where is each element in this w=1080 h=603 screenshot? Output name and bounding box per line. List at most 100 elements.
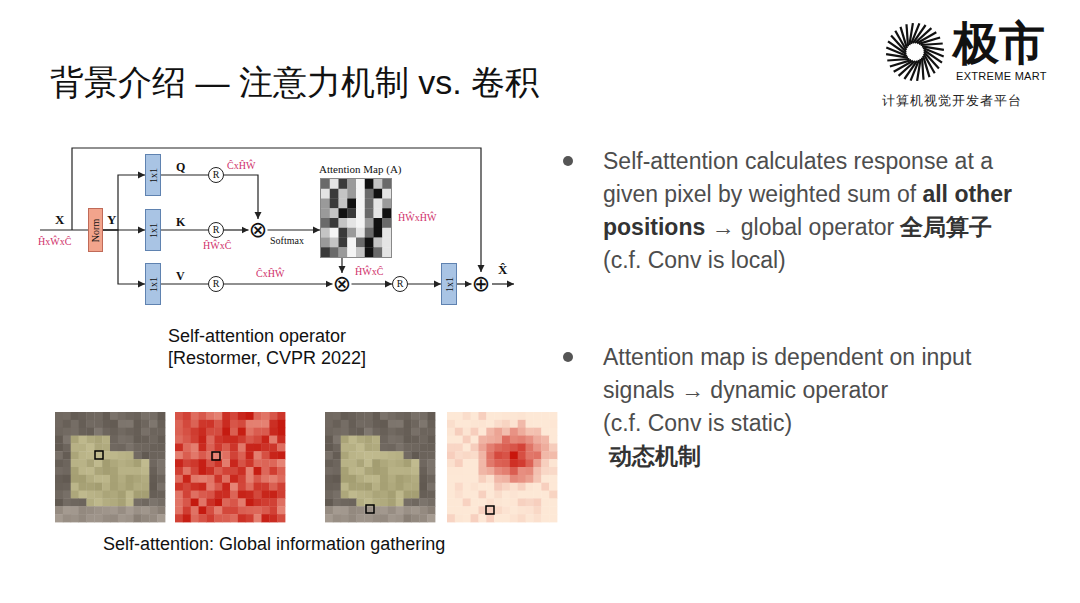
image-pixel bbox=[549, 506, 557, 514]
grid-cell bbox=[347, 247, 356, 257]
image-pixel bbox=[175, 412, 183, 420]
image-pixel bbox=[463, 506, 471, 514]
image-pixel bbox=[341, 451, 349, 459]
image-pixel bbox=[502, 436, 510, 444]
image-pixel bbox=[191, 498, 199, 506]
reshape-circle: R bbox=[392, 276, 408, 292]
image-pixel bbox=[206, 443, 214, 451]
image-pixel bbox=[206, 514, 214, 522]
image-pixel bbox=[541, 506, 549, 514]
image-pixel bbox=[71, 443, 79, 451]
image-pixel bbox=[183, 459, 191, 467]
image-pixel bbox=[388, 514, 396, 522]
image-pixel bbox=[118, 412, 126, 420]
image-pixel bbox=[372, 412, 380, 420]
image-pixel bbox=[55, 428, 63, 436]
image-pixel bbox=[175, 428, 183, 436]
image-pixel bbox=[447, 483, 455, 491]
image-pixel bbox=[533, 428, 541, 436]
image-pixel bbox=[533, 491, 541, 499]
image-pixel bbox=[356, 420, 364, 428]
image-pixel bbox=[526, 475, 534, 483]
image-pixel bbox=[55, 436, 63, 444]
image-pixel bbox=[510, 491, 518, 499]
image-pixel bbox=[183, 514, 191, 522]
image-pixel bbox=[549, 514, 557, 522]
image-pixel bbox=[55, 475, 63, 483]
image-pixel bbox=[478, 483, 486, 491]
connector bbox=[161, 174, 208, 175]
image-pixel bbox=[463, 451, 471, 459]
image-pixel bbox=[214, 443, 222, 451]
image-pixel bbox=[411, 475, 419, 483]
image-pixel bbox=[427, 420, 435, 428]
image-pixel bbox=[102, 467, 110, 475]
image-pixel bbox=[427, 436, 435, 444]
image-pixel bbox=[175, 483, 183, 491]
image-pixel bbox=[86, 436, 94, 444]
connector bbox=[161, 283, 208, 284]
image-pixel bbox=[419, 475, 427, 483]
image-pixel bbox=[157, 412, 165, 420]
image-pixel bbox=[230, 467, 238, 475]
image-pixel bbox=[222, 459, 230, 467]
image-pixel bbox=[510, 459, 518, 467]
image-pixel bbox=[364, 459, 372, 467]
image-pixel bbox=[427, 443, 435, 451]
image-pixel bbox=[277, 451, 285, 459]
image-pixel bbox=[230, 483, 238, 491]
image-pixel bbox=[183, 491, 191, 499]
image-pixel bbox=[549, 475, 557, 483]
image-pixel bbox=[175, 420, 183, 428]
image-pixel bbox=[372, 428, 380, 436]
image-pixel bbox=[349, 412, 357, 420]
slide-title: 背景介绍 — 注意力机制 vs. 卷积 bbox=[50, 60, 539, 106]
image-pixel bbox=[191, 491, 199, 499]
logo-ray bbox=[907, 24, 909, 46]
image-pixel bbox=[191, 443, 199, 451]
image-pixel bbox=[71, 412, 79, 420]
image-pixel bbox=[254, 491, 262, 499]
image-pixel bbox=[372, 483, 380, 491]
image-pixel bbox=[427, 428, 435, 436]
image-pixel bbox=[110, 451, 118, 459]
image-pixel bbox=[238, 483, 246, 491]
grid-cell bbox=[356, 208, 365, 218]
image-pixel bbox=[341, 498, 349, 506]
image-pixel bbox=[63, 428, 71, 436]
image-pixel bbox=[455, 459, 463, 467]
image-pixel bbox=[86, 428, 94, 436]
image-pixel bbox=[372, 436, 380, 444]
image-pixel bbox=[471, 451, 479, 459]
image-pixel bbox=[349, 459, 357, 467]
image-pixel bbox=[118, 443, 126, 451]
query-marker bbox=[212, 452, 220, 460]
image-pixel bbox=[447, 514, 455, 522]
bullet-text-run: → global operator bbox=[711, 214, 894, 240]
grid-cell bbox=[330, 247, 339, 257]
image-pixel bbox=[471, 514, 479, 522]
image-pixel bbox=[455, 475, 463, 483]
image-pixel bbox=[419, 491, 427, 499]
image-pixel bbox=[277, 491, 285, 499]
image-pixel bbox=[214, 514, 222, 522]
image-pixel bbox=[510, 420, 518, 428]
image-pixel bbox=[79, 514, 87, 522]
image-pixel bbox=[94, 475, 102, 483]
edge-label: Softmax bbox=[270, 235, 304, 247]
image-pixel bbox=[380, 498, 388, 506]
image-pixel bbox=[222, 443, 230, 451]
image-pixel bbox=[157, 459, 165, 467]
image-pixel bbox=[246, 498, 254, 506]
image-pixel bbox=[175, 451, 183, 459]
image-pixel bbox=[341, 459, 349, 467]
image-pixel bbox=[518, 467, 526, 475]
reshape-circle: R bbox=[208, 167, 224, 183]
image-pixel bbox=[325, 428, 333, 436]
image-pixel bbox=[349, 475, 357, 483]
image-pixel bbox=[71, 467, 79, 475]
image-pixel bbox=[269, 451, 277, 459]
connector bbox=[161, 229, 208, 230]
grid-cell bbox=[321, 247, 330, 257]
image-pixel bbox=[333, 506, 341, 514]
